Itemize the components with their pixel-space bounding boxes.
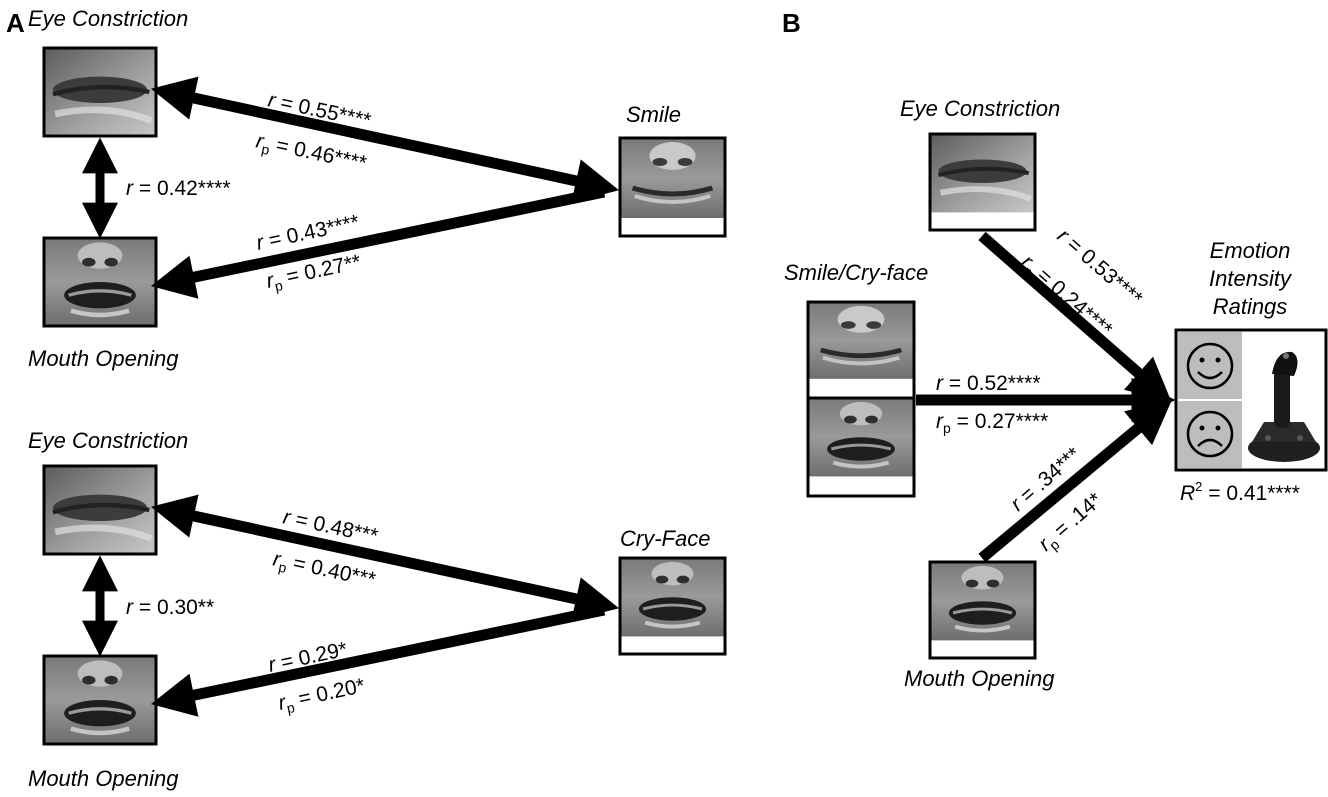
b-outcome-line1: Emotion xyxy=(1210,238,1291,263)
b-outcome-line2: Intensity xyxy=(1209,266,1293,291)
smile-target-label: Smile xyxy=(626,102,681,127)
smiley-icon xyxy=(1186,342,1234,390)
smile-eye-target-rp: rp = 0.46**** xyxy=(253,129,368,178)
cry-diagram: Eye Constriction Mouth Opening Cry-Face … xyxy=(28,428,725,791)
cry-mouth-target-arrow xyxy=(150,604,606,717)
b-outcome-line3: Ratings xyxy=(1213,294,1288,319)
b-mouth-thumbnail xyxy=(930,562,1035,660)
joystick-icon xyxy=(1248,351,1320,462)
cry-mouth-label: Mouth Opening xyxy=(28,766,179,791)
b-outcome-box xyxy=(1174,328,1328,472)
b-mouth-label: Mouth Opening xyxy=(904,666,1055,691)
cry-mouth-thumbnail xyxy=(44,656,156,744)
panel-b-label: B xyxy=(782,8,801,38)
b-smilecry-r: r = 0.52**** xyxy=(936,372,1041,395)
cry-eye-mouth-stat: r = 0.30** xyxy=(126,596,214,619)
regression-diagram: Eye Constriction Smile/Cry-face Mouth Op… xyxy=(784,96,1328,691)
smile-mouth-thumbnail xyxy=(44,238,156,326)
b-smilecry-thumbnail xyxy=(808,302,914,498)
b-eye-thumbnail xyxy=(930,134,1035,232)
smile-mouth-target-arrow xyxy=(150,186,606,299)
cry-eye-thumbnail xyxy=(44,466,156,554)
b-r2-stat: R2 = 0.41**** xyxy=(1180,479,1300,505)
b-eye-label: Eye Constriction xyxy=(900,96,1060,121)
cry-eye-label: Eye Constriction xyxy=(28,428,188,453)
cry-target-label: Cry-Face xyxy=(620,526,710,551)
smile-eye-target-arrow xyxy=(150,76,620,203)
b-smilecry-rp: rp = 0.27**** xyxy=(936,410,1048,436)
smile-diagram: Eye Constriction Mouth Opening Smile r =… xyxy=(28,6,725,371)
frowny-icon xyxy=(1186,410,1234,458)
smile-eye-mouth-stat: r = 0.42**** xyxy=(126,177,231,200)
panel-a-label: A xyxy=(6,8,25,38)
b-eye-arrow xyxy=(978,231,1172,403)
b-smilecry-label: Smile/Cry-face xyxy=(784,260,928,285)
smile-eye-label: Eye Constriction xyxy=(28,6,188,31)
smile-eye-thumbnail xyxy=(44,48,156,136)
cry-target-thumbnail xyxy=(620,558,725,656)
cry-eye-target-arrow xyxy=(150,494,620,621)
smile-mouth-label: Mouth Opening xyxy=(28,346,179,371)
smile-target-thumbnail xyxy=(620,138,725,238)
b-mouth-arrow xyxy=(978,400,1172,563)
